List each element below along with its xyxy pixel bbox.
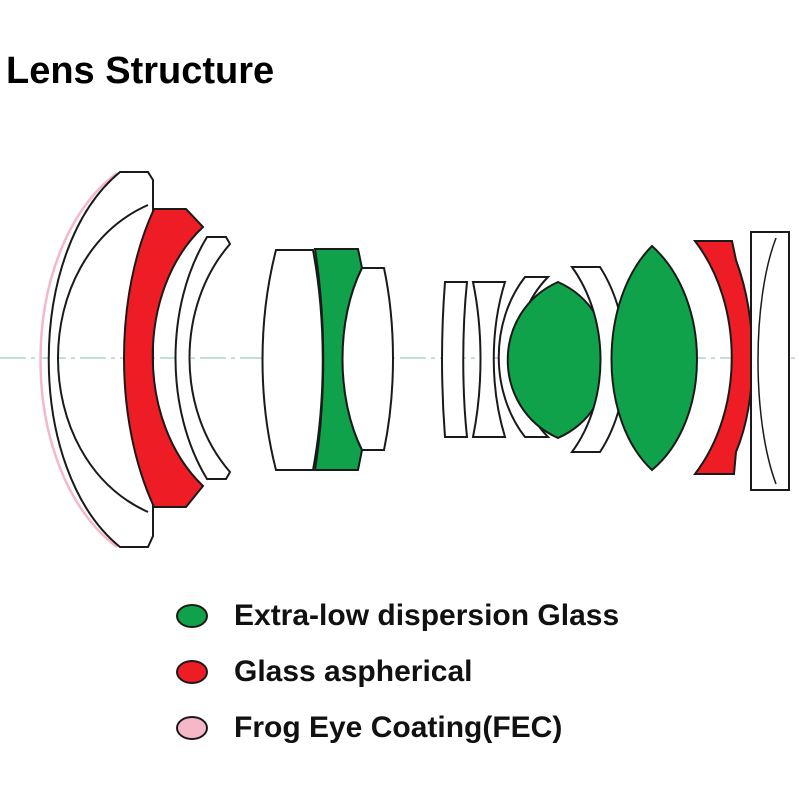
lens-element-1 <box>47 171 154 548</box>
legend: Extra-low dispersion Glass Glass aspheri… <box>176 588 619 756</box>
legend-label: Glass aspherical <box>234 655 473 688</box>
red-swatch-icon <box>176 660 208 684</box>
lens-element-2-aspherical <box>123 208 205 508</box>
lens-element-4 <box>261 249 324 471</box>
legend-label: Extra-low dispersion Glass <box>234 599 620 632</box>
fec-coating <box>39 172 118 548</box>
lens-element-8 <box>471 281 507 438</box>
pink-swatch-icon <box>176 716 208 740</box>
lens-element-6 <box>341 267 394 451</box>
lens-element-13-aspherical <box>692 240 754 475</box>
lens-element-14 <box>750 231 790 491</box>
lens-element-14-curve <box>757 237 777 485</box>
lens-element-12-ed <box>610 244 698 472</box>
lens-element-3 <box>174 236 232 480</box>
green-swatch-icon <box>176 604 208 628</box>
legend-item-ed-glass: Extra-low dispersion Glass <box>176 588 619 644</box>
legend-label: Frog Eye Coating(FEC) <box>234 711 563 744</box>
legend-item-aspherical: Glass aspherical <box>176 644 619 700</box>
page-title: Lens Structure <box>6 50 275 92</box>
lens-element-7 <box>441 281 469 438</box>
legend-item-fec: Frog Eye Coating(FEC) <box>176 700 619 756</box>
